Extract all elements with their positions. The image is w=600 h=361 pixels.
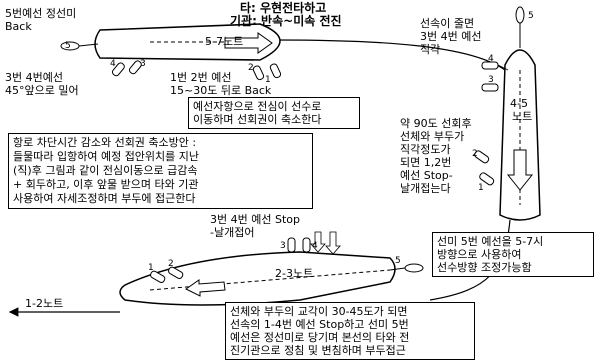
tug5-number-ship2: 5 [528,11,534,21]
ship1-mid-note-1: 1번 2번 예선 [170,71,232,84]
tug2-ship3 [168,266,184,279]
tug5-ship3 [404,263,424,273]
ship1-left-note-1: 3번 4번예선 [5,71,63,84]
tug2-number-ship2: 2 [472,149,478,159]
tug3-ship1 [111,62,125,77]
tug4-ship1 [128,60,142,75]
tug4-ship2 [481,61,499,70]
ship1-motion-arrow [224,32,273,54]
tug5-number-ship3: 5 [395,256,401,266]
ship2-speed-1: 4-5 [510,97,528,110]
tug3-number-ship1: 3 [140,59,146,69]
ship2-note-3: 직각정도가 [400,143,451,156]
helm-title: 타: 우현전타하고 [240,1,327,15]
tug2-number-ship3: 2 [168,259,174,269]
tug2-ship1 [252,65,265,81]
ship3-motion-arrow [185,279,226,297]
tug1-ship2 [479,172,495,186]
tug1-ship3 [150,270,166,283]
ship2-note-2: 선체와 부두가 [400,130,465,143]
tug4-ship3 [302,237,311,253]
tug1-ship1 [269,63,282,79]
tug3-ship3 [287,237,296,253]
exit-speed: 1-2노트 [25,297,64,310]
tug5-stern-label: 5번예선 정선미 [5,7,77,20]
ship2-top-note-2: 3번 4번 예선 [420,30,482,43]
ship1-mid-note-2: 15~30도 뒤로 Back [170,84,272,97]
tug4-number-ship1: 4 [110,59,116,69]
tug3-ship2 [481,83,499,92]
tug4-number-ship2: 4 [488,54,494,64]
ship1-left-note-2: 45°앞으로 밀어 [5,84,79,97]
tug3-number-ship3: 3 [280,241,286,251]
ship3-speed: 2-3노트 [275,267,314,280]
ship3-centerline [149,269,391,291]
ship3-top-note-2: -날개접어 [210,226,255,239]
tug5-ship2 [515,6,525,24]
tug5-number-ship1: 5 [65,41,71,51]
strategy-box: 항로 차단시간 감소와 선회권 축소방안 : 들물따라 입항하여 예정 접안위치… [8,133,313,209]
ship3-top-note-1: 3번 4번 예선 Stop [210,213,300,226]
tug1-number-ship2: 1 [478,183,484,193]
ship2-note-1: 약 90도 선회후 [400,117,472,130]
approach-box: 선체와 부두의 교각이 30-45도가 되면 선속의 1-4번 예선 Stop하… [225,302,475,360]
ship3-hull [119,251,396,306]
tug5-direction-box: 선미 5번 예선을 5-7시 방향으로 사용하여 선수방향 조정가능함 [432,232,594,277]
ship2-motion-arrow [506,149,534,191]
ship2-note-4: 되면 1,2번 [400,156,452,169]
track-curve-1 [274,39,506,71]
tug2-number-ship1: 2 [248,63,254,73]
ship2-top-note-3: 직각 [420,43,441,56]
ship2-speed-2: 노트 [512,110,533,123]
tug1-number-ship1: 1 [265,75,271,85]
tug4-number-ship3: 4 [312,241,318,251]
ship1-speed: 5-7노트 [205,35,244,48]
engine-title: 기관: 반속~미속 전진 [230,14,342,28]
ship2-note-5: 예선 Stop- [400,169,453,182]
ship2-note-6: 날개접는다 [400,182,451,195]
tug3-number-ship2: 3 [488,75,494,85]
pivot-point-box: 예선자항으로 전심이 선수로 이동하며 선회권이 축소한다 [188,97,360,129]
tug1-number-ship3: 1 [148,263,154,273]
tug2-ship2 [474,150,490,164]
tug5-ship1-line [78,43,99,47]
back-label: Back [5,20,32,33]
ship2-top-note-1: 선속이 줄면 [420,17,475,30]
